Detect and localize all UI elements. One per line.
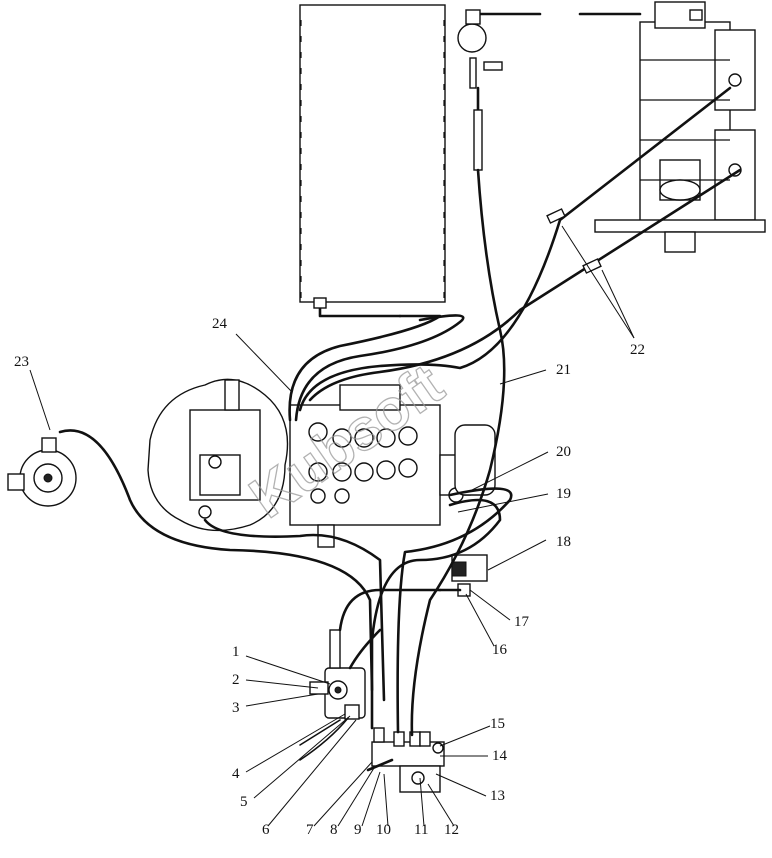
pilot-manifold [371, 727, 445, 793]
callout-23: 23 [14, 354, 29, 370]
travel-motor [7, 437, 77, 507]
hoses [58, 86, 742, 772]
callouts: 1 2 3 4 5 6 7 8 9 10 11 12 13 14 15 16 1… [14, 316, 645, 838]
callout-1: 1 [232, 644, 240, 660]
pressure-fitting [438, 554, 488, 597]
callout-22: 22 [630, 342, 645, 358]
callout-16: 16 [492, 642, 508, 658]
callout-4: 4 [232, 766, 240, 782]
leader-lines [29, 225, 635, 827]
callout-14: 14 [492, 748, 508, 764]
callout-21: 21 [556, 362, 571, 378]
callout-3: 3 [232, 700, 240, 716]
callout-7: 7 [306, 822, 314, 838]
main-control-valve [289, 384, 496, 548]
callout-9: 9 [354, 822, 362, 838]
callout-13: 13 [490, 788, 505, 804]
callout-18: 18 [556, 534, 571, 550]
callout-2: 2 [232, 672, 240, 688]
callout-19: 19 [556, 486, 571, 502]
callout-12: 12 [444, 822, 459, 838]
main-pump [594, 1, 766, 253]
swing-motor [147, 378, 289, 532]
callout-8: 8 [330, 822, 338, 838]
callout-24: 24 [212, 316, 228, 332]
callout-11: 11 [414, 822, 428, 838]
callout-17: 17 [514, 614, 530, 630]
callout-5: 5 [240, 794, 248, 810]
callout-20: 20 [556, 444, 571, 460]
pilot-filter [457, 9, 642, 172]
solenoid-valve [309, 629, 366, 720]
callout-10: 10 [376, 822, 391, 838]
callout-15: 15 [490, 716, 505, 732]
callout-6: 6 [262, 822, 270, 838]
hydraulic-tank [299, 4, 446, 318]
